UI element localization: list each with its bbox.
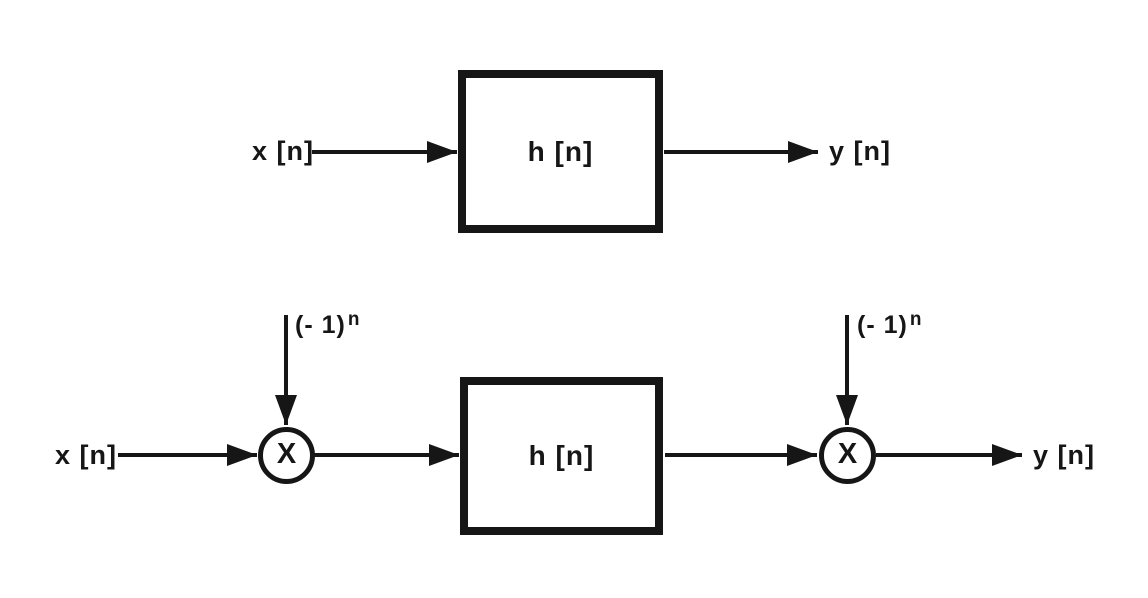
top-system-block: h [n]	[458, 70, 663, 233]
right-modulator-label: (- 1)n	[857, 310, 922, 338]
top-system-block-label: h [n]	[527, 135, 594, 167]
bottom-input-signal-label: x [n]	[55, 440, 117, 470]
left-multiplier-node: X	[258, 427, 315, 484]
right-modulator-exponent: n	[909, 309, 923, 330]
left-multiplier-symbol: X	[276, 438, 297, 470]
left-modulator-label: (- 1)n	[295, 310, 360, 338]
bottom-system-block-label: h [n]	[528, 440, 595, 471]
left-modulator-exponent: n	[347, 309, 361, 330]
top-input-signal-label: x [n]	[252, 136, 314, 166]
top-output-signal-label: y [n]	[829, 136, 891, 166]
right-multiplier-symbol: X	[837, 438, 858, 470]
bottom-system-block: h [n]	[460, 377, 663, 535]
left-modulator-base: (- 1)	[295, 311, 346, 339]
right-multiplier-node: X	[819, 427, 876, 484]
right-modulator-base: (- 1)	[857, 311, 908, 339]
bottom-output-signal-label: y [n]	[1033, 440, 1095, 470]
